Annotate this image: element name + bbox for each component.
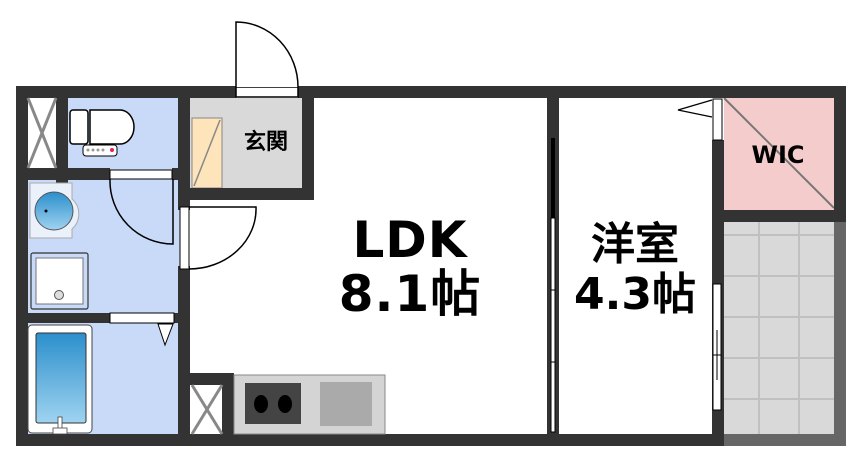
kitchen-counter	[233, 374, 386, 435]
bathroom-door	[109, 312, 175, 347]
washbasin-icon	[29, 182, 80, 239]
bathtub-icon	[27, 324, 93, 435]
sink-icon	[320, 382, 372, 426]
ldk-name: LDK	[352, 211, 468, 269]
stove-icon	[245, 383, 301, 424]
toilet-door	[109, 169, 174, 245]
entrance-label: 玄関	[243, 130, 288, 155]
sliding-door-ldk	[547, 136, 559, 434]
ldk-label: LDK 8.1帖	[310, 213, 510, 321]
balcony-window	[712, 282, 724, 412]
ldk-area: 8.1帖	[338, 265, 482, 323]
balcony-floor	[724, 222, 836, 434]
balcony-wall	[834, 222, 846, 446]
western-room-name: 洋室	[591, 219, 679, 270]
western-room-label: 洋室 4.3帖	[560, 220, 710, 320]
wic-door	[677, 98, 723, 141]
toilet-icon	[69, 109, 135, 157]
front-door	[235, 21, 299, 98]
wic-label: WIC	[751, 141, 805, 169]
washing-machine-pan-icon	[30, 252, 89, 310]
western-room-area: 4.3帖	[574, 269, 696, 320]
washroom-door	[179, 206, 257, 270]
